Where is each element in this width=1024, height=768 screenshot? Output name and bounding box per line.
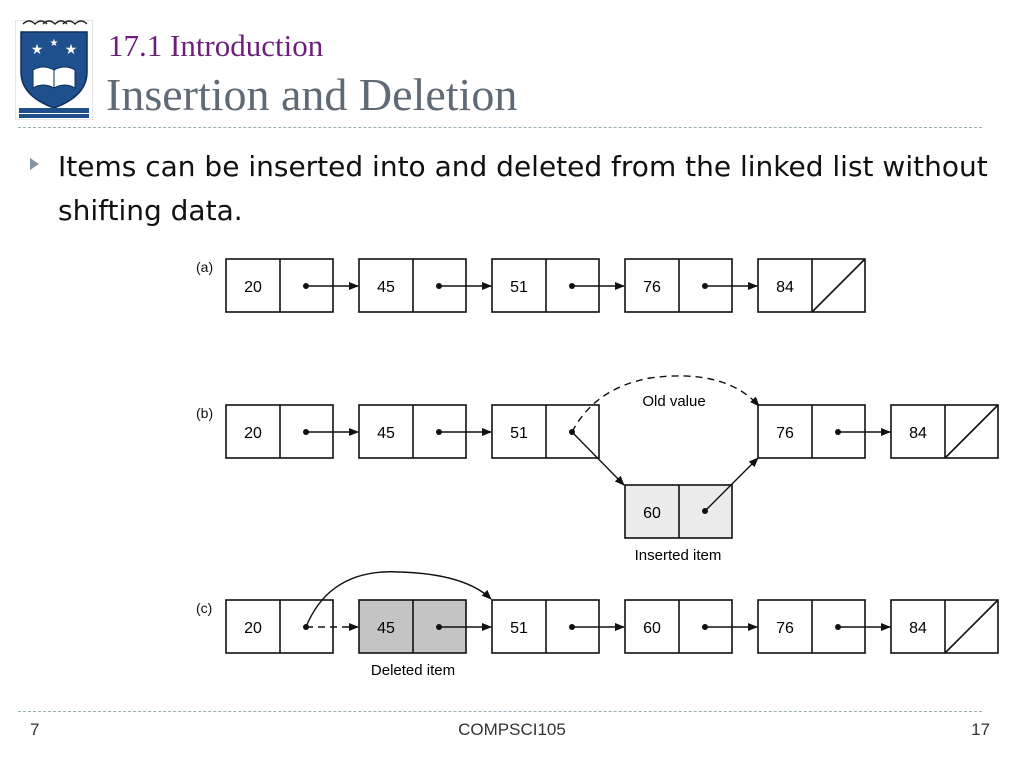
node-value: 84 xyxy=(909,425,927,442)
node-value: 51 xyxy=(510,425,528,442)
node-value: 76 xyxy=(776,620,794,637)
university-logo: ★ ★ ★ xyxy=(15,20,93,120)
footer-course: COMPSCI105 xyxy=(458,720,566,739)
old-link-dashed-arrow xyxy=(571,375,760,433)
footer-divider xyxy=(18,711,982,712)
node-value: 45 xyxy=(377,425,395,442)
node-value: 51 xyxy=(510,620,528,637)
old-value-label: Old value xyxy=(642,393,705,410)
inserted-node: 60 xyxy=(624,484,733,539)
svg-text:★: ★ xyxy=(31,41,44,57)
list-node: 51 xyxy=(491,258,600,313)
inserted-item-label: Inserted item xyxy=(635,547,722,564)
slide-title: Insertion and Deletion xyxy=(106,69,518,120)
null-pointer-slash xyxy=(811,258,866,313)
node-value: 76 xyxy=(776,425,794,442)
node-value: 20 xyxy=(244,279,262,296)
node-value: 60 xyxy=(643,620,661,637)
node-value: 51 xyxy=(510,279,528,296)
list-node-tail: 84 xyxy=(890,404,999,459)
node-value: 20 xyxy=(244,620,262,637)
bullet-arrow-icon xyxy=(30,158,39,170)
section-subtitle: 17.1 Introduction xyxy=(108,28,324,63)
header-divider xyxy=(18,127,982,128)
panel-c-label: (c) xyxy=(196,600,212,616)
panel-b-label: (b) xyxy=(196,405,213,421)
bypass-link-arrow xyxy=(305,571,492,628)
panel-a-label: (a) xyxy=(196,259,213,275)
footer-page-number: 17 xyxy=(971,720,990,739)
node-value: 60 xyxy=(643,505,661,522)
node-value: 84 xyxy=(909,620,927,637)
node-value: 45 xyxy=(377,620,395,637)
svg-text:★: ★ xyxy=(50,38,59,49)
node-value: 45 xyxy=(377,279,395,296)
list-node: 20 xyxy=(225,599,334,654)
node-value: 76 xyxy=(643,279,661,296)
null-pointer-slash xyxy=(944,404,999,459)
bullet-point: Items can be inserted into and deleted f… xyxy=(58,150,988,227)
node-value: 20 xyxy=(244,425,262,442)
node-value: 84 xyxy=(776,279,794,296)
linked-list-diagram: (a) 20 45 51 76 84 (b) 20 xyxy=(196,258,999,679)
deleted-item-label: Deleted item xyxy=(371,662,455,679)
svg-text:★: ★ xyxy=(65,41,78,57)
inserted-next-arrow xyxy=(704,457,759,512)
new-link-arrow xyxy=(571,431,625,486)
list-node-tail: 84 xyxy=(757,258,866,313)
null-pointer-slash xyxy=(944,599,999,654)
list-node: 51 xyxy=(491,404,600,459)
list-node-tail: 84 xyxy=(890,599,999,654)
footer-slide-number: 7 xyxy=(30,720,40,739)
